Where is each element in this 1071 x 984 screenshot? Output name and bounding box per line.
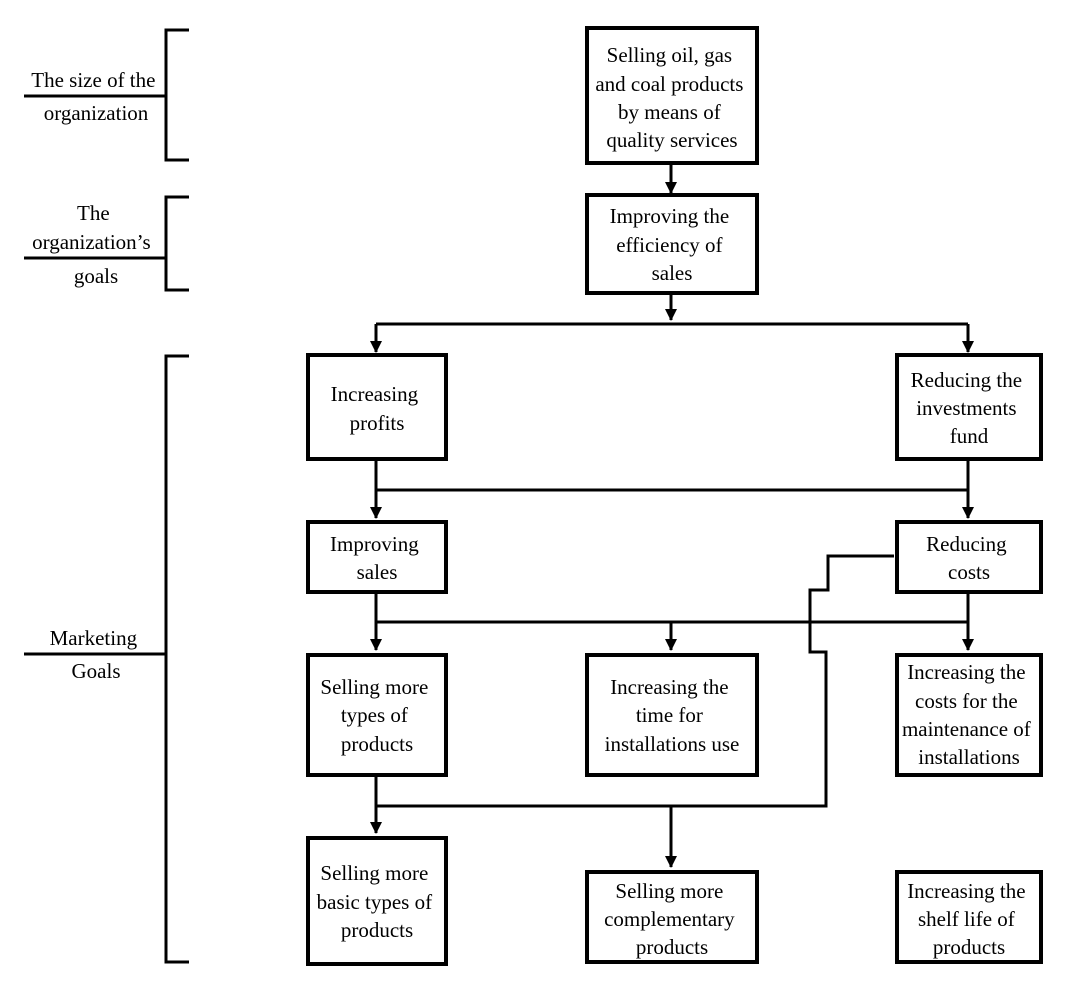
node-text: Increasing the costs for the maintenance… xyxy=(902,660,1036,769)
node-text: Selling oil, gas and coal products by me… xyxy=(595,43,748,152)
node-line: Selling more xyxy=(320,861,428,885)
label-line: The xyxy=(77,201,110,225)
node-line: basic types of xyxy=(317,890,432,914)
node-line: maintenance of xyxy=(902,717,1031,741)
node-increasing-profits: Increasing profits xyxy=(306,353,448,461)
node-selling-more-complementary: Selling more complementary products xyxy=(585,870,759,964)
node-line: Improving the xyxy=(610,204,730,228)
node-line: Reducing xyxy=(926,532,1007,556)
node-text: Increasing the shelf life of products xyxy=(907,879,1031,959)
node-text: Increasing profits xyxy=(331,382,424,435)
node-line: products xyxy=(341,918,413,942)
connectors xyxy=(370,164,974,868)
bracket-marketing-goals xyxy=(24,354,189,964)
node-line: types of xyxy=(341,703,408,727)
node-line: by means of xyxy=(618,100,721,124)
node-line: efficiency of xyxy=(616,233,722,257)
node-text: Improving sales xyxy=(330,532,424,584)
node-line: sales xyxy=(357,560,398,584)
node-improving-efficiency: Improving the efficiency of sales xyxy=(585,193,759,295)
node-text: Reducing the investments fund xyxy=(911,368,1028,448)
node-line: investments xyxy=(916,396,1016,420)
node-line: Selling more xyxy=(615,879,723,903)
node-line: Selling more xyxy=(320,675,428,699)
bracket-organization-goals xyxy=(24,195,189,292)
node-line: Increasing the xyxy=(610,675,728,699)
node-line: costs xyxy=(948,560,990,584)
node-line: installations use xyxy=(605,732,740,756)
label-line: goals xyxy=(74,264,118,288)
node-line: products xyxy=(636,935,708,959)
node-line: quality services xyxy=(606,128,737,152)
node-line: Increasing xyxy=(331,382,419,406)
label-line: The size of the xyxy=(31,68,155,92)
node-line: time for xyxy=(636,703,703,727)
node-line: and coal products xyxy=(595,72,743,96)
node-line: Selling oil, gas xyxy=(607,43,732,67)
node-selling-more-basic: Selling more basic types of products xyxy=(306,836,448,966)
label-line: organization xyxy=(44,101,149,125)
node-line: shelf life of xyxy=(918,907,1015,931)
label-line: Goals xyxy=(72,659,121,683)
node-selling-oil-gas-coal: Selling oil, gas and coal products by me… xyxy=(585,26,759,165)
node-text: Selling more types of products xyxy=(320,675,433,756)
node-line: products xyxy=(341,732,413,756)
label-line: organization’s xyxy=(32,230,151,254)
node-text: Increasing the time for installations us… xyxy=(605,675,740,756)
node-reducing-costs: Reducing costs xyxy=(895,520,1043,594)
node-line: sales xyxy=(652,261,693,285)
label-organization-goals: The organization’s goals xyxy=(32,201,156,288)
label-size-of-organization: The size of the organization xyxy=(31,68,160,125)
node-line: profits xyxy=(350,411,405,435)
node-line: installations xyxy=(918,745,1020,769)
node-line: Improving xyxy=(330,532,419,556)
node-increasing-costs-maintenance: Increasing the costs for the maintenance… xyxy=(895,653,1043,777)
node-text: Reducing costs xyxy=(926,532,1012,584)
line-reducing-costs-path xyxy=(376,554,894,808)
node-increasing-time-installations: Increasing the time for installations us… xyxy=(585,653,759,777)
node-improving-sales: Improving sales xyxy=(306,520,448,594)
node-line: costs for the xyxy=(915,689,1018,713)
node-increasing-shelf-life: Increasing the shelf life of products xyxy=(895,870,1043,964)
node-text: Selling more complementary products xyxy=(604,879,740,959)
node-line: complementary xyxy=(604,907,735,931)
node-text: Improving the efficiency of sales xyxy=(610,204,735,285)
node-reducing-investments: Reducing the investments fund xyxy=(895,353,1043,461)
node-line: products xyxy=(933,935,1005,959)
bracket-size-of-organization xyxy=(24,28,189,162)
node-text: Selling more basic types of products xyxy=(317,861,438,942)
label-line: Marketing xyxy=(50,626,138,650)
label-marketing-goals: Marketing Goals xyxy=(50,626,143,683)
node-line: fund xyxy=(950,424,989,448)
node-line: Increasing the xyxy=(907,660,1025,684)
node-line: Reducing the xyxy=(911,368,1022,392)
node-line: Increasing the xyxy=(907,879,1025,903)
node-selling-more-types: Selling more types of products xyxy=(306,653,448,777)
